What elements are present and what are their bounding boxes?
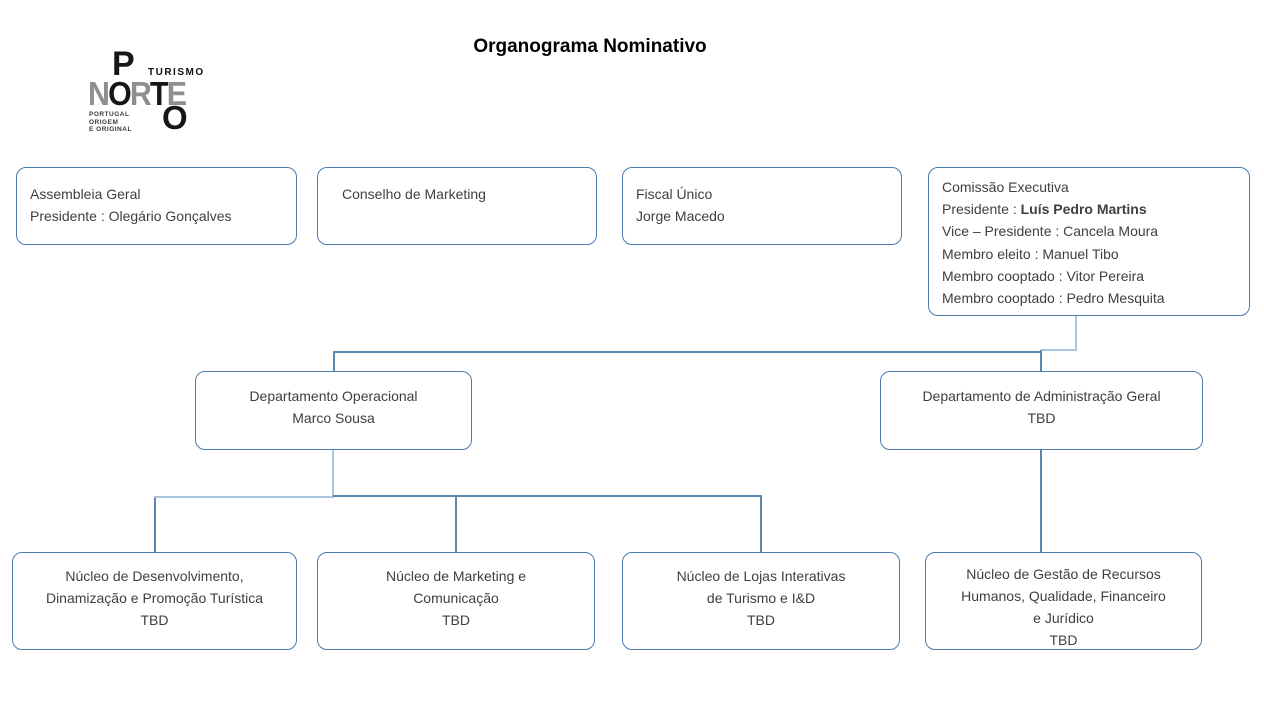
connector-horizontal-row2 [333,351,1041,353]
node-line: TBD [140,612,169,628]
connector-nucleo1-drop [154,498,156,552]
node-line: Presidente : Olegário Gonçalves [30,208,232,224]
node-departamento-operacional: Departamento Operacional Marco Sousa [195,371,472,450]
node-nucleo-desenvolvimento: Núcleo de Desenvolvimento, Dinamização e… [12,552,297,650]
node-line: TBD [1049,632,1078,648]
connector-nucleo3-drop [760,495,762,552]
node-line: Presidente : Luís Pedro Martins [942,201,1147,218]
connector-operacional-down [332,450,334,498]
node-line: Núcleo de Gestão de Recursos [966,566,1161,582]
node-line: TBD [1027,410,1056,426]
node-line: Jorge Macedo [636,208,725,224]
node-comissao-executiva: Comissão Executiva Presidente : Luís Ped… [928,167,1250,316]
logo-word-turismo: TURISMO [148,67,205,78]
connector-admin-to-nucleo4 [1040,450,1042,552]
node-line: Marco Sousa [292,410,375,426]
connector-nucleo2-drop [455,496,457,552]
node-line: Comissão Executiva [942,179,1069,195]
node-nucleo-marketing-comunicacao: Núcleo de Marketing e Comunicação TBD [317,552,595,650]
node-line: TBD [747,612,775,628]
node-line: Assembleia Geral [30,186,141,202]
node-line: Membro cooptado : Vitor Pereira [942,267,1145,284]
node-line: Membro cooptado : Pedro Mesquita [942,290,1165,307]
node-line: Departamento de Administração Geral [922,388,1161,404]
logo-letter-o: O [162,99,188,136]
connector-horizontal-left [154,496,334,498]
turismo-porto-norte-logo: P TURISMO NORTE O PORTUGAL ORIGEM E ORIG… [88,47,218,136]
node-line: Fiscal Único [636,186,713,202]
node-line: Comunicação [413,590,499,606]
node-line: Núcleo de Desenvolvimento, [65,568,244,584]
node-line: Núcleo de Marketing e [385,568,527,584]
node-nucleo-gestao-recursos: Núcleo de Gestão de Recursos Humanos, Qu… [925,552,1202,650]
logo-tagline: PORTUGAL ORIGEM E ORIGINAL [89,111,132,133]
node-line: Membro eleito : Manuel Tibo [942,245,1119,262]
node-departamento-administracao-geral: Departamento de Administração Geral TBD [880,371,1203,450]
connector-horizontal-right [333,495,761,497]
logo-letter-p: P [112,45,135,83]
node-nucleo-lojas-interativas: Núcleo de Lojas Interativas de Turismo e… [622,552,900,650]
connector-comissao-jog [1041,349,1077,351]
logo-word-norte: NORTE [88,75,187,112]
node-line: Humanos, Qualidade, Financeiro [961,588,1166,604]
node-line: Dinamização e Promoção Turística [45,590,264,606]
node-line: de Turismo e I&D [706,590,816,606]
page-title: Organograma Nominativo [473,36,707,57]
node-line: Vice – Presidente : Cancela Moura [942,223,1159,240]
connector-admin-drop-top [1040,350,1042,371]
connector-operacional-drop [333,351,335,371]
node-line: TBD [442,612,470,628]
president-name-bold: Luís Pedro Martins [1020,201,1147,218]
node-line: Núcleo de Lojas Interativas [676,568,846,584]
node-line: Departamento Operacional [249,388,418,404]
connector-comissao-drop [1075,316,1077,351]
node-assembleia-geral: Assembleia Geral Presidente : Olegário G… [16,167,297,245]
node-line: e Jurídico [1033,610,1094,626]
node-line: Conselho de Marketing [342,186,486,202]
node-fiscal-unico: Fiscal Único Jorge Macedo [622,167,902,245]
node-conselho-de-marketing: Conselho de Marketing [317,167,597,245]
